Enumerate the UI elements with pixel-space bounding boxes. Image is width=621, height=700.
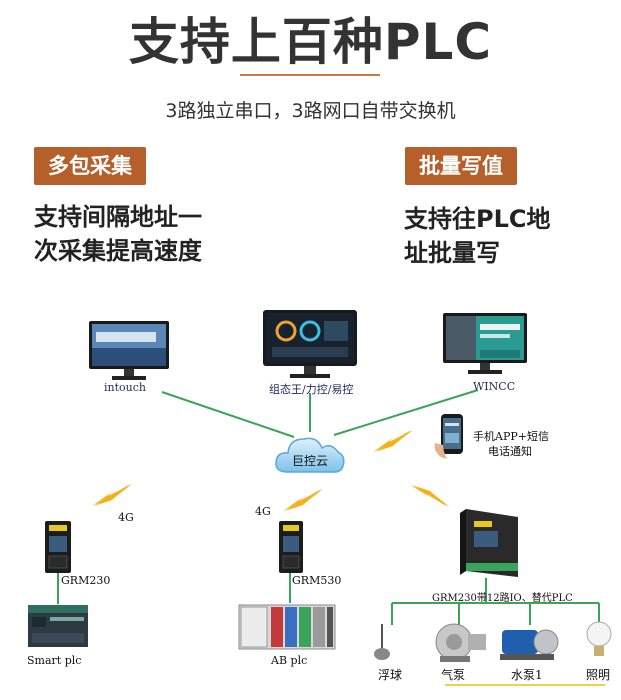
gateway-grm230 <box>44 520 72 574</box>
link-4g-middle-label: 4G <box>255 505 271 518</box>
phone-label-line1: 手机APP+短信 <box>473 430 549 443</box>
title-underline <box>240 74 380 76</box>
lightning-icon <box>410 485 450 507</box>
computer-intouch-label: intouch <box>104 381 146 394</box>
gateway-grm230-label: GRM230 <box>61 574 111 587</box>
equipment-light-label: 照明 <box>586 668 611 682</box>
computer-scada <box>262 309 358 381</box>
cloud-node <box>273 430 347 478</box>
page-title: 支持上百种PLC <box>128 13 493 71</box>
plc-ab <box>237 601 337 651</box>
air-pump-icon <box>435 623 486 662</box>
equipment-light <box>585 618 613 664</box>
light-bulb-icon <box>586 621 612 656</box>
gateway-grm230-io-label: GRM230带12路IO、替代PLC <box>432 593 573 604</box>
computer-intouch <box>88 320 170 384</box>
gateway-grm530 <box>278 520 304 574</box>
monitor-icon <box>263 310 357 378</box>
lightning-icon <box>283 489 323 511</box>
plc-icon <box>238 604 336 650</box>
feature-text-multi-packet-line1: 支持间隔地址一 <box>34 203 202 231</box>
float-switch-icon <box>374 624 390 660</box>
gateway-icon <box>45 521 71 573</box>
divider-line <box>445 684 605 686</box>
water-pump-icon <box>500 629 559 660</box>
cloud-label: 巨控云 <box>292 454 329 468</box>
feature-text-batch-write-line1: 支持往PLC地 <box>404 205 551 233</box>
line-intouch-cloud <box>161 391 295 438</box>
equipment-air-pump <box>430 620 488 664</box>
monitor-icon <box>89 321 169 380</box>
lightning-icon <box>92 484 132 506</box>
gateway-grm230-io <box>456 505 522 581</box>
equipment-water-pump-label: 水泵1 <box>511 668 543 682</box>
phone-label-line2: 电话通知 <box>488 445 532 458</box>
lightning-icon <box>373 430 413 452</box>
feature-badge-batch-write: 批量写值 <box>405 147 517 185</box>
line-wincc-cloud <box>333 389 479 436</box>
computer-scada-label: 组态王/力控/易控 <box>269 383 354 396</box>
gateway-grm530-label: GRM530 <box>292 574 342 587</box>
phone-node <box>433 413 467 461</box>
plc-smart <box>26 603 90 649</box>
gateway-icon <box>279 521 303 573</box>
cloud-icon <box>275 437 345 473</box>
equipment-float-label: 浮球 <box>378 668 403 682</box>
equipment-air-pump-label: 气泵 <box>441 668 466 682</box>
computer-wincc-label: WINCC <box>473 380 516 393</box>
equipment-float <box>367 624 397 664</box>
equipment-water-pump <box>498 622 562 664</box>
smartphone-icon <box>434 414 463 459</box>
plc-ab-label: AB plc <box>271 654 308 667</box>
feature-badge-multi-packet: 多包采集 <box>34 147 146 185</box>
plc-smart-label: Smart plc <box>27 654 82 667</box>
plc-icon <box>28 605 88 647</box>
computer-wincc <box>442 312 528 378</box>
feature-text-multi-packet-line2: 次采集提高速度 <box>34 237 202 265</box>
link-4g-left-label: 4G <box>118 511 134 524</box>
page-subtitle: 3路独立串口，3路网口自带交换机 <box>165 100 456 122</box>
feature-text-batch-write-line2: 址批量写 <box>404 239 500 267</box>
monitor-icon <box>443 313 527 374</box>
gateway-io-icon <box>460 509 518 577</box>
